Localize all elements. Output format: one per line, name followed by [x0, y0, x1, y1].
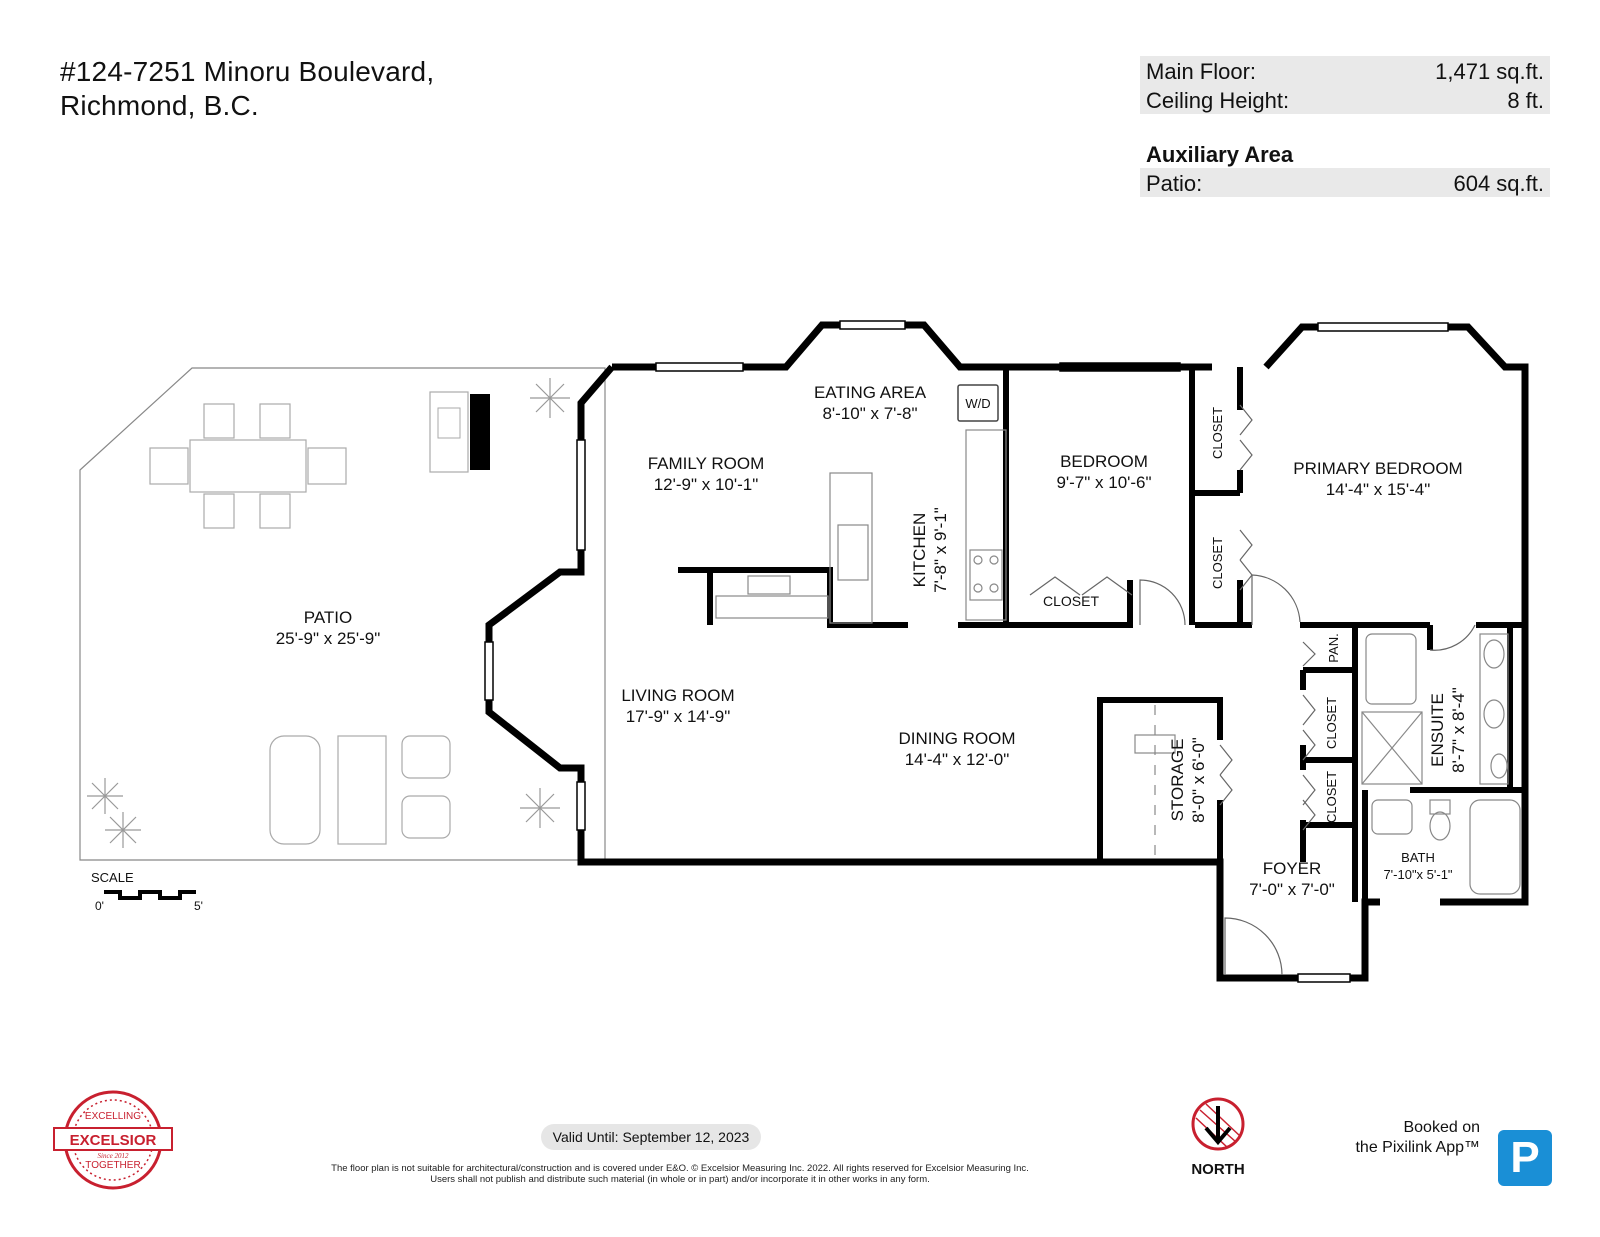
north-label: NORTH [1191, 1161, 1245, 1178]
kitchen-fixtures [715, 429, 1007, 624]
family-name: FAMILY ROOM [648, 454, 765, 473]
bath-name: BATH [1401, 850, 1435, 865]
ensuite-name: ENSUITE [1428, 693, 1447, 767]
kitchen-dims: 7'-8" x 9'-1" [931, 507, 950, 593]
stat-value: 1,471 sq.ft. [1435, 59, 1544, 84]
dining-dims: 14'-4" x 12'-0" [905, 750, 1010, 769]
storage-name: STORAGE [1168, 739, 1187, 822]
foyer-name: FOYER [1263, 859, 1322, 878]
pantry-label: PAN. [1326, 633, 1341, 662]
disclaimer-text: The floor plan is not suitable for archi… [331, 1163, 1029, 1185]
eating-dims: 8'-10" x 7'-8" [822, 404, 917, 423]
scale-label: SCALE [91, 870, 134, 885]
exterior-walls [485, 321, 1529, 982]
auxiliary-heading: Auxiliary Area [1146, 142, 1294, 167]
stat-value: 604 sq.ft. [1453, 171, 1544, 196]
living-name: LIVING ROOM [621, 686, 734, 705]
closet-label: CLOSET [1324, 697, 1339, 749]
room-labels: PATIO 25'-9" x 25'-9" EATING AREA 8'-10"… [276, 383, 1463, 899]
booked-line-2: the Pixilink App™ [1355, 1139, 1480, 1156]
excelsior-badge-logo: EXCELSIOR EXCELLING TOGETHER Since 2012 [53, 1090, 173, 1190]
plant-icon [87, 378, 570, 848]
valid-until-pill: Valid Until: September 12, 2023 [541, 1124, 761, 1150]
door-swings [1029, 404, 1476, 976]
kitchen-name: KITCHEN [910, 513, 929, 588]
dining-name: DINING ROOM [898, 729, 1015, 748]
patio-dining-set [149, 403, 347, 529]
north-indicator: NORTH [1183, 1096, 1253, 1178]
primary-name: PRIMARY BEDROOM [1293, 459, 1462, 478]
foyer-dims: 7'-0" x 7'-0" [1249, 880, 1335, 899]
stat-value: 8 ft. [1507, 88, 1544, 113]
address-line-1: #124-7251 Minoru Boulevard, [60, 56, 435, 87]
badge-bottom: TOGETHER [85, 1160, 140, 1171]
area-summary: Main Floor: 1,471 sq.ft. Ceiling Height:… [1140, 56, 1550, 197]
bath-fixtures [1134, 633, 1521, 895]
address-line-2: Richmond, B.C. [60, 90, 259, 121]
stat-patio: Patio: 604 sq.ft. [1140, 168, 1550, 197]
eating-name: EATING AREA [814, 383, 927, 402]
storage-dims: 8'-0" x 6'-0" [1189, 737, 1208, 823]
stat-label: Patio: [1146, 171, 1203, 196]
north-arrow-icon [1191, 1097, 1245, 1151]
closet-label: CLOSET [1324, 771, 1339, 823]
rotated-labels: KITCHEN 7'-8" x 9'-1" STORAGE 8'-0" x 6'… [910, 407, 1468, 823]
closet-label: CLOSET [1210, 407, 1225, 459]
living-dims: 17'-9" x 14'-9" [626, 707, 731, 726]
family-dims: 12'-9" x 10'-1" [654, 475, 759, 494]
closet-label: CLOSET [1210, 537, 1225, 589]
ensuite-dims: 8'-7" x 8'-4" [1449, 687, 1468, 773]
bedroom-name: BEDROOM [1060, 452, 1148, 471]
bedroom-dims: 9'-7" x 10'-6" [1056, 473, 1151, 492]
booked-on-text: Booked on the Pixilink App™ [1330, 1118, 1480, 1158]
property-address: #124-7251 Minoru Boulevard, Richmond, B.… [60, 55, 434, 123]
bath-dims: 7'-10"x 5'-1" [1383, 867, 1452, 882]
scale-bar: SCALE 0' 5' [91, 870, 203, 913]
closet-label: CLOSET [1043, 593, 1099, 609]
pixilink-app-icon: P [1498, 1130, 1552, 1186]
badge-since: Since 2012 [98, 1152, 129, 1160]
patio-outline [79, 367, 606, 861]
stat-label: Ceiling Height: [1146, 88, 1290, 113]
stat-main-floor: Main Floor: 1,471 sq.ft. [1140, 56, 1550, 85]
patio-lounge-set [269, 735, 451, 845]
washer-dryer [957, 384, 999, 422]
patio-name: PATIO [304, 608, 353, 627]
patio-bbq [429, 391, 490, 473]
scale-start: 0' [95, 899, 104, 913]
stat-ceiling-height: Ceiling Height: 8 ft. [1140, 85, 1550, 114]
primary-dims: 14'-4" x 15'-4" [1326, 480, 1431, 499]
stat-label: Main Floor: [1146, 59, 1257, 84]
patio-dims: 25'-9" x 25'-9" [276, 629, 381, 648]
booked-line-1: Booked on [1403, 1119, 1480, 1136]
scale-end: 5' [194, 899, 203, 913]
windows [484, 320, 1449, 983]
badge-top: EXCELLING [85, 1111, 141, 1122]
wd-label: W/D [965, 396, 990, 411]
badge-main: EXCELSIOR [70, 1132, 157, 1149]
